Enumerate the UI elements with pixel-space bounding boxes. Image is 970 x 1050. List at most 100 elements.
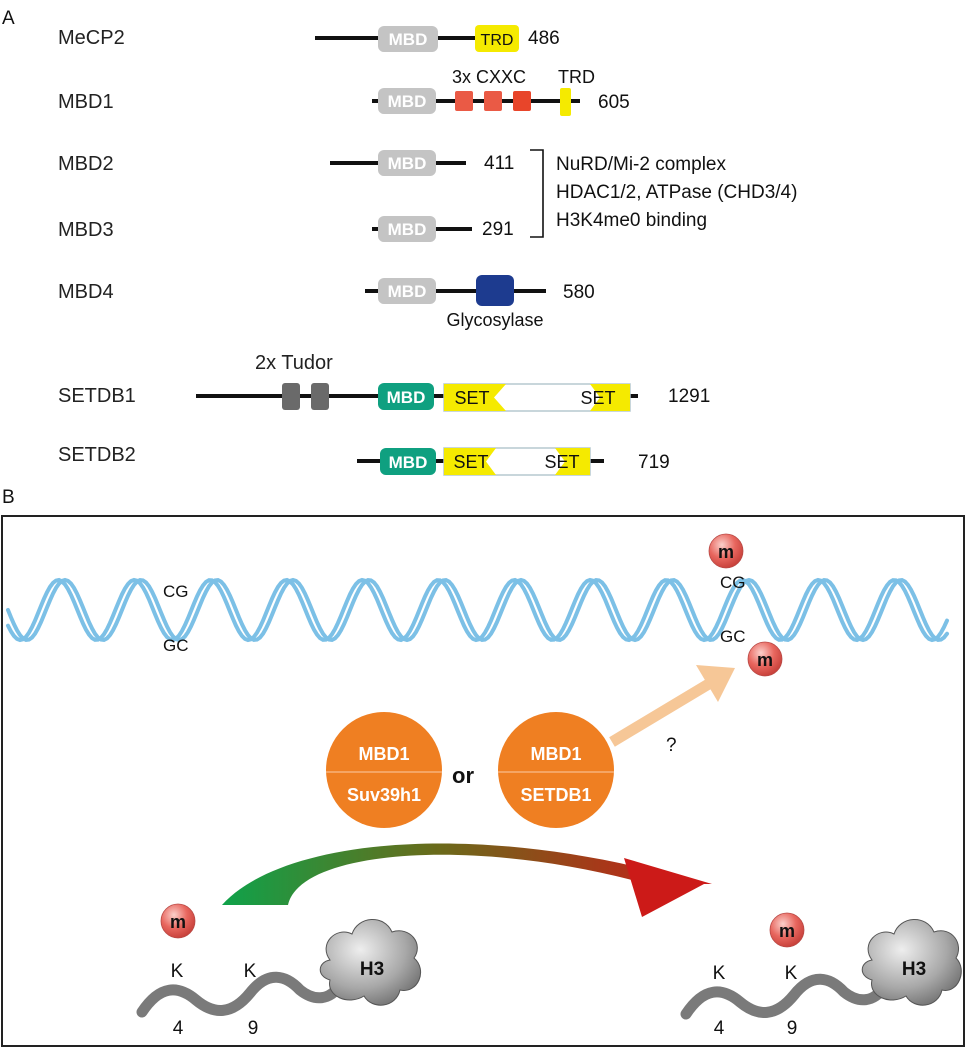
lysine-label: K [171,961,184,982]
protein-length: 486 [528,28,560,49]
complex-circle [498,712,614,828]
complex-mbd1-suv39h1: MBD1 Suv39h1 [326,712,442,828]
protein-length: 411 [484,153,514,174]
mbd-domain-label: MBD [387,388,426,407]
histone-label: H3 [360,959,384,980]
setdb2-row: SETDB2 MBD SET SET 719 [58,444,670,476]
protein-length: 719 [638,452,670,473]
nurd-annotation: NuRD/Mi-2 complex HDAC1/2, ATPase (CHD3/… [530,149,797,238]
or-label: or [452,763,474,788]
complex-bottom-label: Suv39h1 [347,785,421,805]
trd-label: TRD [558,67,595,87]
mecp2-row: MeCP2 MBD TRD 486 [58,25,560,52]
set-domain-n [444,384,506,411]
question-mark: ? [666,735,677,756]
panel-a-label: A [2,8,15,29]
methyl-icon [747,641,783,677]
methyl-label: m [757,650,773,670]
lysine-label: K [244,961,257,982]
protein-length: 580 [563,282,595,303]
mbd-domain [378,383,434,410]
protein-name: MeCP2 [58,27,125,49]
complex-circle [326,712,442,828]
protein-name: MBD3 [58,219,114,241]
panel-b-label: B [2,487,15,508]
mbd3-row: MBD3 MBD 291 [58,216,514,242]
mbd1-row: MBD1 MBD 3x CXXC TRD 605 [58,67,630,116]
position-label: 4 [173,1018,184,1039]
trd-domain [560,88,571,116]
methyl-group-dna-bottom: m [747,641,783,677]
trd-domain-label: TRD [481,32,514,49]
protein-name: MBD2 [58,153,114,175]
position-label: 9 [248,1018,259,1039]
note-line: H3K4me0 binding [556,210,707,231]
set-domain-n [444,448,496,475]
mbd-domain [378,88,436,114]
set-label: SET [453,452,488,472]
methyl-label: m [718,542,734,562]
methyl-icon [160,903,196,939]
histone-tail [680,973,890,1020]
cg-label-methylated: CG [720,573,746,592]
dna-methylation-arrow [609,665,735,747]
glycosylase-label: Glycosylase [446,310,543,330]
dna-strand [6,577,949,643]
set-domain-c [590,384,630,411]
cxxc-domain [484,91,502,111]
tudor-domain [311,383,329,410]
arrow-head [696,665,735,702]
cg-label: CG [163,582,189,601]
complex-mbd1-setdb1: MBD1 SETDB1 [498,712,614,828]
set-domain-c [555,448,590,475]
methyl-group-top: m [708,533,744,569]
bracket [530,149,544,238]
histone-h3-icon [861,919,962,1006]
methyl-label: m [170,912,186,932]
methyl-icon [708,533,744,569]
mbd-domain [378,150,436,176]
dna-strand [6,577,949,643]
protein-length: 1291 [668,386,710,407]
methyl-icon [769,912,805,948]
mbd-domain-label: MBD [388,282,427,301]
mbd-domain [378,26,438,52]
methyl-transfer-arrowhead [624,858,712,917]
histone-h3-icon [319,919,421,1006]
set-label: SET [454,388,489,408]
complex-top-label: MBD1 [530,744,581,764]
complex-top-label: MBD1 [358,744,409,764]
tudor-label: 2x Tudor [255,352,333,374]
arrow-shaft [609,677,715,747]
mbd-domain-label: MBD [389,453,428,472]
methyl-transfer-arrow [222,843,702,905]
position-label: 9 [787,1018,798,1039]
note-line: NuRD/Mi-2 complex [556,154,726,175]
cxxc-domain [513,91,531,111]
position-label: 4 [714,1018,725,1039]
cxxc-domain [455,91,473,111]
mbd-domain-label: MBD [388,92,427,111]
lysine-label: K [785,963,798,984]
protein-name: SETDB2 [58,444,136,466]
lysine-label: K [713,963,726,984]
histone-tail-before: m K K 4 9 H3 [136,903,421,1039]
mbd-domain [380,448,436,475]
histone-label: H3 [902,959,926,980]
mbd-domain [378,216,436,242]
set-label: SET [580,388,615,408]
set-label: SET [544,452,579,472]
complex-bottom-label: SETDB1 [520,785,591,805]
protein-name: MBD1 [58,91,114,113]
note-line: HDAC1/2, ATPase (CHD3/4) [556,182,797,203]
methyl-label: m [779,921,795,941]
protein-length: 291 [482,219,514,240]
cxxc-label: 3x CXXC [452,67,526,87]
tudor-domain [282,383,300,410]
mbd-domain [378,278,436,304]
panel-b-frame [1,515,965,1047]
protein-length: 605 [598,92,630,113]
histone-tail-after: m K K 4 9 H3 [680,912,962,1039]
glycosylase-domain [476,275,514,306]
dna-double-helix [6,577,949,643]
